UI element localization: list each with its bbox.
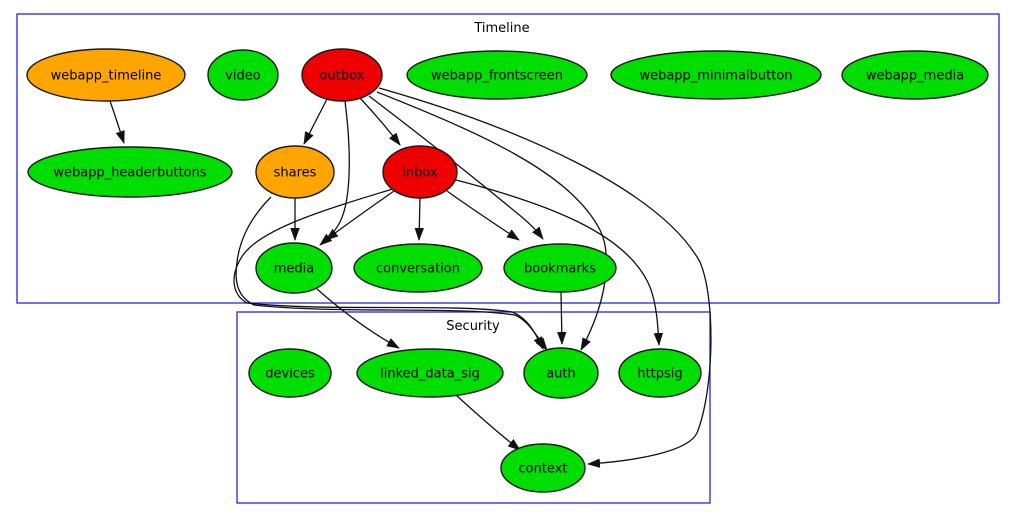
cluster-security-box	[236, 311, 711, 504]
edge-bookmarks-to-auth	[557, 291, 567, 345]
node-context-label: context	[519, 462, 568, 477]
node-outbox: outbox	[301, 48, 383, 102]
node-conversation: conversation	[353, 243, 483, 293]
node-media: media	[255, 242, 333, 294]
edge-inbox-to-media	[325, 190, 395, 241]
node-video-shape	[207, 49, 279, 101]
edge-outbox-to-inbox	[359, 97, 401, 146]
cluster-security-label: Security	[446, 319, 500, 334]
node-webapp_media: webapp_media	[841, 50, 989, 100]
node-webapp_frontscreen-label: webapp_frontscreen	[431, 69, 563, 84]
node-webapp_frontscreen-shape	[406, 50, 588, 100]
node-webapp_frontscreen: webapp_frontscreen	[406, 50, 588, 100]
cluster-timeline-label: Timeline	[473, 21, 529, 36]
node-webapp_timeline-label: webapp_timeline	[51, 69, 162, 84]
node-webapp_media-label: webapp_media	[866, 69, 964, 84]
node-auth-label: auth	[546, 367, 576, 382]
node-webapp_timeline-shape	[26, 48, 186, 102]
cluster-timeline-box	[16, 13, 1000, 304]
node-httpsig-shape	[618, 348, 702, 398]
node-devices-shape	[248, 348, 332, 398]
node-inbox-shape	[382, 145, 458, 199]
node-shares-shape	[255, 145, 335, 199]
node-auth-shape	[523, 347, 599, 399]
edge-media-to-linked_data_sig	[316, 288, 400, 349]
node-linked_data_sig-label: linked_data_sig	[380, 367, 480, 382]
edge-inbox-to-bookmarks	[446, 190, 520, 241]
node-webapp_headerbuttons: webapp_headerbuttons	[27, 146, 233, 198]
node-media-label: media	[274, 262, 315, 277]
node-webapp_minimalbutton-label: webapp_minimalbutton	[639, 69, 792, 84]
edge-shares-to-auth	[235, 196, 548, 351]
edge-outbox-to-shares	[303, 98, 328, 145]
edge-inbox-to-auth	[233, 187, 544, 350]
node-devices-label: devices	[265, 367, 315, 382]
node-webapp_minimalbutton: webapp_minimalbutton	[610, 50, 822, 100]
node-webapp_minimalbutton-shape	[610, 50, 822, 100]
node-linked_data_sig-shape	[356, 348, 504, 398]
node-webapp_headerbuttons-label: webapp_headerbuttons	[53, 166, 207, 181]
node-httpsig-label: httpsig	[637, 367, 682, 382]
node-shares-label: shares	[274, 166, 317, 181]
edge-linked_data_sig-to-context	[455, 394, 521, 451]
node-context: context	[500, 443, 586, 493]
edge-outbox-to-auth	[376, 91, 608, 351]
edge-inbox-to-httpsig	[455, 179, 663, 346]
node-linked_data_sig: linked_data_sig	[356, 348, 504, 398]
node-bookmarks: bookmarks	[503, 243, 617, 293]
node-conversation-label: conversation	[376, 262, 460, 277]
node-webapp_timeline: webapp_timeline	[26, 48, 186, 102]
node-video-label: video	[225, 69, 261, 84]
node-outbox-label: outbox	[320, 69, 365, 84]
node-bookmarks-label: bookmarks	[524, 262, 596, 277]
edge-outbox-to-context	[378, 87, 712, 468]
edge-webapp_timeline-to-webapp_headerbuttons	[109, 100, 125, 144]
edge-outbox-to-bookmarks	[368, 95, 544, 240]
node-inbox-label: inbox	[402, 166, 438, 181]
node-webapp_media-shape	[841, 50, 989, 100]
node-context-shape	[500, 443, 586, 493]
node-inbox: inbox	[382, 145, 458, 199]
node-conversation-shape	[353, 243, 483, 293]
node-webapp_headerbuttons-shape	[27, 146, 233, 198]
node-devices: devices	[248, 348, 332, 398]
node-shares: shares	[255, 145, 335, 199]
node-httpsig: httpsig	[618, 348, 702, 398]
node-outbox-shape	[301, 48, 383, 102]
node-media-shape	[255, 242, 333, 294]
node-auth: auth	[523, 347, 599, 399]
node-video: video	[207, 49, 279, 101]
edge-inbox-to-conversation	[414, 197, 424, 241]
node-bookmarks-shape	[503, 243, 617, 293]
